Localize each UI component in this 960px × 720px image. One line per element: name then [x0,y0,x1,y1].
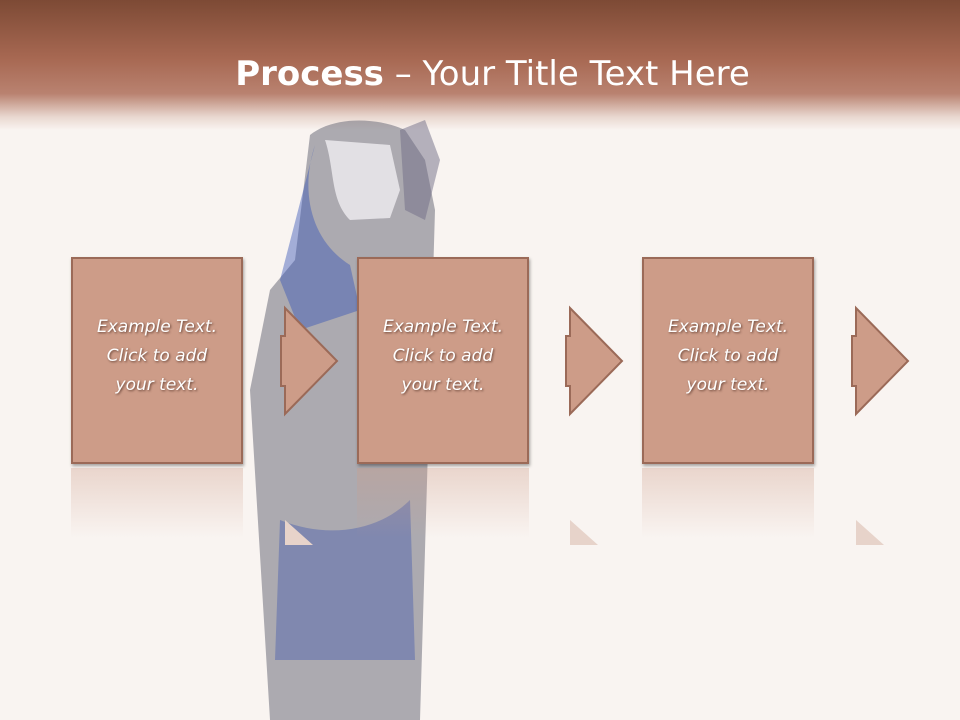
arrow-right-icon [851,305,910,417]
arrow-reflection-2 [570,520,598,545]
step-reflection-3 [642,468,814,538]
step-box-3[interactable]: Example Text. Click to add your text. [642,257,814,464]
step-reflection-2 [357,468,529,538]
arrow-right-icon [565,305,624,417]
step-text-1[interactable]: Example Text. Click to add your text. [96,317,218,395]
title-bold: Process [235,54,384,94]
step-box-2[interactable]: Example Text. Click to add your text. [357,257,529,464]
title-rest: – Your Title Text Here [383,54,750,94]
arrow-right-icon [280,305,339,417]
step-text-2[interactable]: Example Text. Click to add your text. [382,317,504,395]
step-text-3[interactable]: Example Text. Click to add your text. [667,317,789,395]
slide-title[interactable]: Process – Your Title Text Here [0,52,960,96]
step-box-1[interactable]: Example Text. Click to add your text. [71,257,243,464]
step-reflection-1 [71,468,243,538]
arrow-reflection-1 [285,520,313,545]
title-banner [0,0,960,130]
arrow-reflection-3 [856,520,884,545]
